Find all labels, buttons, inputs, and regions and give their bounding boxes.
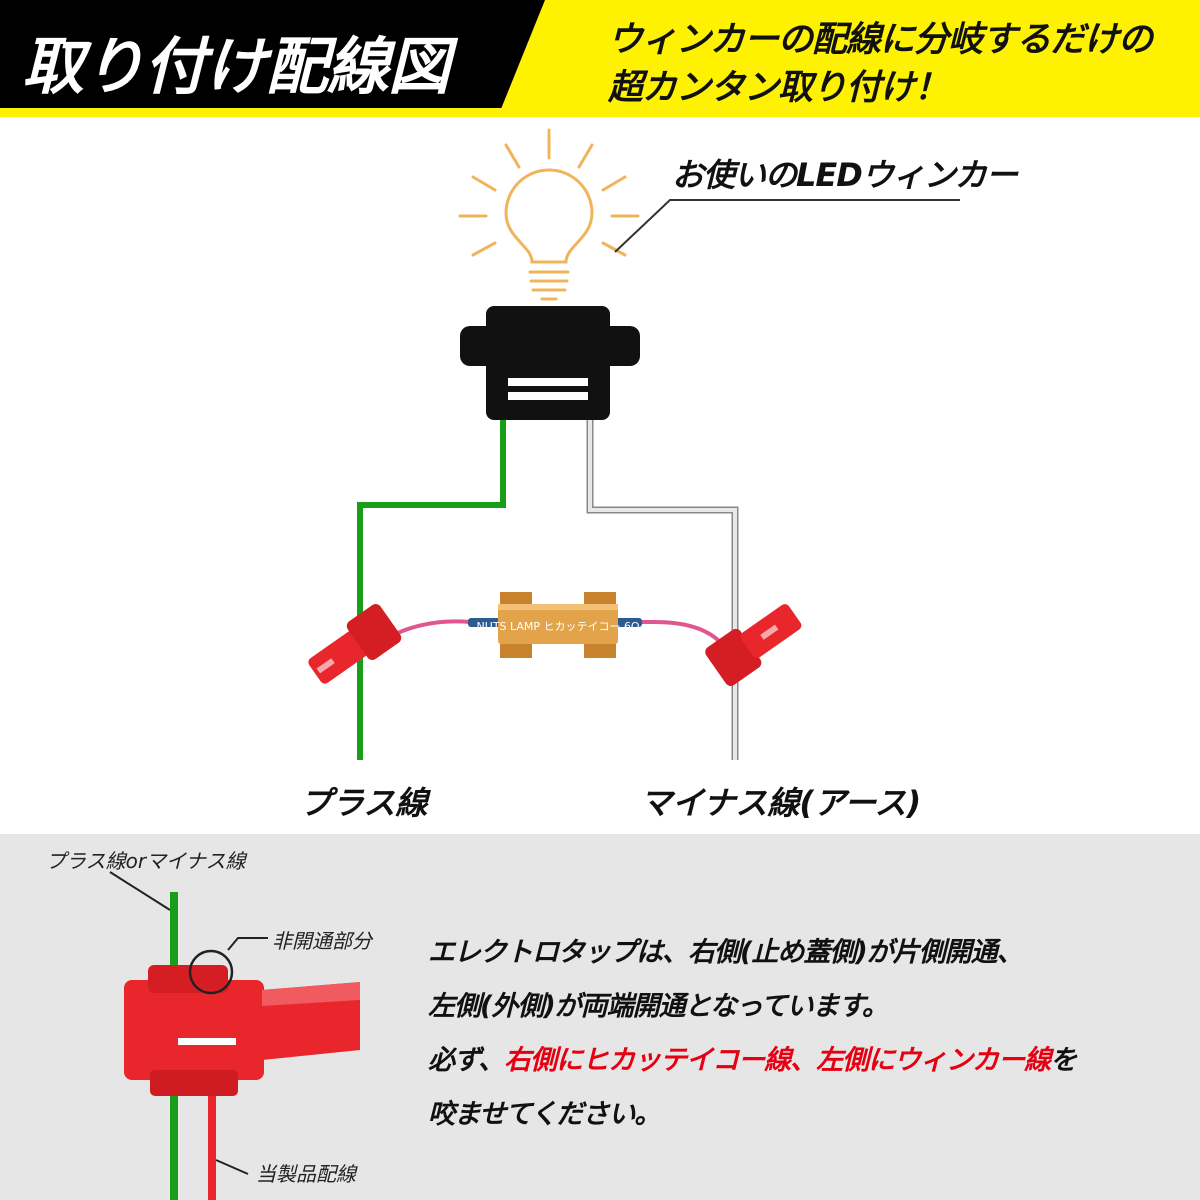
tagline: ウィンカーの配線に分岐するだけの 超カンタン取り付け！ <box>608 16 1188 112</box>
plus-wire-label: プラス線 <box>300 784 428 822</box>
note-line-4: 咬ませてください。 <box>428 1099 661 1130</box>
bulb-socket <box>460 306 640 420</box>
electro-tap-detail <box>124 965 360 1096</box>
wire-label-leader <box>109 871 171 911</box>
led-bulb-icon <box>458 128 640 301</box>
resistor-unit: NUTS LAMP ヒカッテイコー 6Ω <box>477 592 640 658</box>
closed-section-marker <box>188 949 234 995</box>
product-label-leader <box>215 1159 249 1175</box>
title-box <box>0 0 545 108</box>
heat-shrink-left <box>468 618 504 627</box>
product-wire-label: 当製品配線 <box>256 1162 356 1186</box>
wire-type-label: プラス線orマイナス線 <box>46 849 246 873</box>
electro-tap-right <box>705 604 802 686</box>
closed-label-leader <box>227 937 268 951</box>
note-highlight: 右側にヒカッテイコー線、左側にウィンカー線 <box>504 1045 1051 1076</box>
resistor-lead-right <box>595 620 722 644</box>
led-leader-line <box>614 199 960 253</box>
tagline-line-1: ウィンカーの配線に分岐するだけの <box>608 20 1153 60</box>
note-line-2: 左側(外側)が両端開通となっています。 <box>428 991 889 1022</box>
closed-section-label: 非開通部分 <box>272 929 372 953</box>
tagline-line-2: 超カンタン取り付け！ <box>608 68 949 108</box>
wiring-diagram: NUTS LAMP ヒカッテイコー 6Ω <box>308 128 960 760</box>
minus-wire-label: マイナス線(アース) <box>640 784 922 822</box>
page-title: 取り付け配線図 <box>22 30 450 103</box>
note-line-1: エレクトロタップは、右側(止め蓋側)が片側開通、 <box>428 937 1024 968</box>
tap-instruction-note: エレクトロタップは、右側(止め蓋側)が片側開通、 左側(外側)が両端開通となって… <box>428 926 1188 1142</box>
led-winker-label: お使いのLEDウィンカー <box>672 156 1018 194</box>
note-line-3-end: を <box>1050 1045 1077 1076</box>
electro-tap-left <box>308 604 402 684</box>
resistor-text: NUTS LAMP ヒカッテイコー 6Ω <box>477 620 640 633</box>
note-line-3: 必ず、右側にヒカッテイコー線、左側にウィンカー線を <box>428 1034 1188 1088</box>
note-line-3-start: 必ず、 <box>428 1045 505 1076</box>
